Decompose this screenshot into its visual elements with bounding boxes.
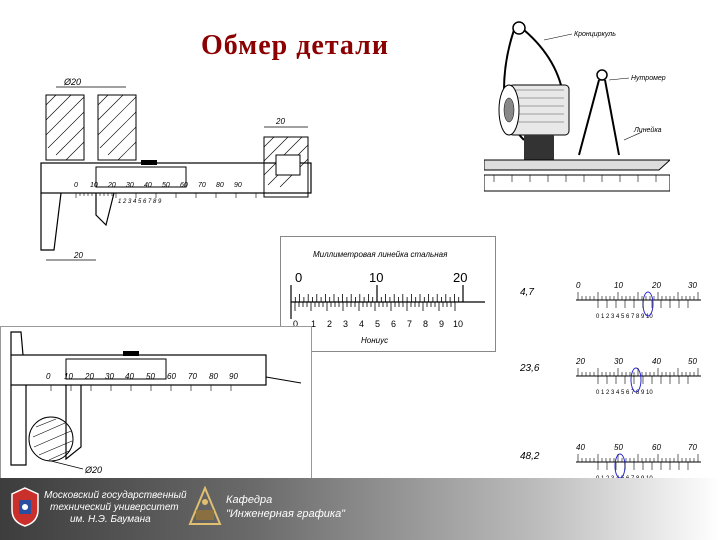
top-scale-60: 60 [180,182,188,189]
bottom-scale-70: 70 [188,372,197,381]
r2-main-3: 50 [688,357,697,366]
r3-main-3: 70 [688,443,697,452]
nonius-0: 0 [293,319,298,329]
slide-title: Обмер детали [200,30,390,61]
ruler-top-0: 0 [295,270,302,285]
reading-value-2: 23,6 [519,363,540,374]
r2-main-1: 30 [614,357,623,366]
label-kronzirkul: Кронциркуль [574,31,616,38]
bottom-scale-30: 30 [105,372,114,381]
top-scale-50: 50 [162,182,170,189]
university-line1: Московский государственный [44,490,187,501]
steel-ruler-panel: Миллиметровая линейка стальная 0 10 20 0… [280,236,496,352]
university-line3: им. Н.Э. Баумана [70,514,151,525]
nonius-3: 3 [343,319,348,329]
r2-main-2: 40 [652,357,661,366]
dim-diameter-bottom: Ø20 [84,465,102,475]
r1-main-3: 30 [688,281,697,290]
nonius-5: 5 [375,319,380,329]
dim-20-right: 20 [275,117,285,126]
r3-main-2: 60 [652,443,661,452]
ruler-top-10: 10 [369,270,383,285]
bottom-scale-20: 20 [84,372,94,381]
label-lineyka: Линейка [633,126,662,134]
top-scale-40: 40 [144,182,152,189]
top-scale-70: 70 [198,182,206,189]
bottom-scale-80: 80 [209,372,218,381]
bottom-scale-60: 60 [167,372,176,381]
nonius-1: 1 [311,319,316,329]
nonius-8: 8 [423,319,428,329]
dept-line2: "Инженерная графика" [226,508,346,520]
bottom-scale-0: 0 [46,372,51,381]
bottom-scale-10: 10 [64,372,73,381]
nonius-7: 7 [407,319,412,329]
tools-figure: Кронциркуль Нутромер Линейка [484,10,670,196]
nonius-10: 10 [453,319,463,329]
dim-20-bottom: 20 [73,251,83,260]
ruler-top-20: 20 [453,270,467,285]
university-line2: технический университет [50,502,179,513]
top-scale-10: 10 [90,182,98,189]
nonius-6: 6 [391,319,396,329]
vernier-readings-panel: 4,7 0 10 20 30 0 1 2 3 4 5 6 7 8 9 10 23… [516,270,706,485]
department-logo-icon [188,486,222,525]
r1-main-1: 10 [614,281,623,290]
r1-vernier: 0 1 2 3 4 5 6 7 8 9 10 [596,314,653,320]
top-vernier: 1 2 3 4 5 6 7 8 9 [118,199,162,205]
caliper-hole-figure: Ø20 0 10 20 30 40 50 60 70 80 90 1 2 3 4… [36,75,320,270]
ruler-title: Миллиметровая линейка стальная [313,250,448,259]
r3-main-1: 50 [614,443,623,452]
r2-main-0: 20 [575,357,585,366]
dept-line1: Кафедра [226,494,273,506]
dim-diameter-top: Ø20 [63,77,81,87]
ruler-caption: Нониус [361,336,388,345]
top-scale-90: 90 [234,182,242,189]
bottom-scale-40: 40 [125,372,134,381]
r1-main-2: 20 [651,281,661,290]
bottom-scale-50: 50 [146,372,155,381]
nonius-2: 2 [327,319,332,329]
reading-value-3: 48,2 [520,451,540,462]
university-emblem-icon [11,487,39,527]
label-nutromer: Нутромер [631,75,666,82]
nonius-4: 4 [359,319,364,329]
r3-main-0: 40 [576,443,585,452]
caliper-cylinder-figure: 0 10 20 30 40 50 60 70 80 90 Ø20 [0,326,312,480]
top-scale-30: 30 [126,182,134,189]
r1-main-0: 0 [576,281,581,290]
r2-vernier: 0 1 2 3 4 5 6 7 8 9 10 [596,390,653,396]
top-scale-80: 80 [216,182,224,189]
top-scale-20: 20 [107,182,116,189]
bottom-scale-90: 90 [229,372,238,381]
nonius-9: 9 [439,319,444,329]
top-scale-0: 0 [74,182,78,189]
footer-bar: Московский государственный технический у… [0,478,720,540]
reading-value-1: 4,7 [520,287,534,298]
